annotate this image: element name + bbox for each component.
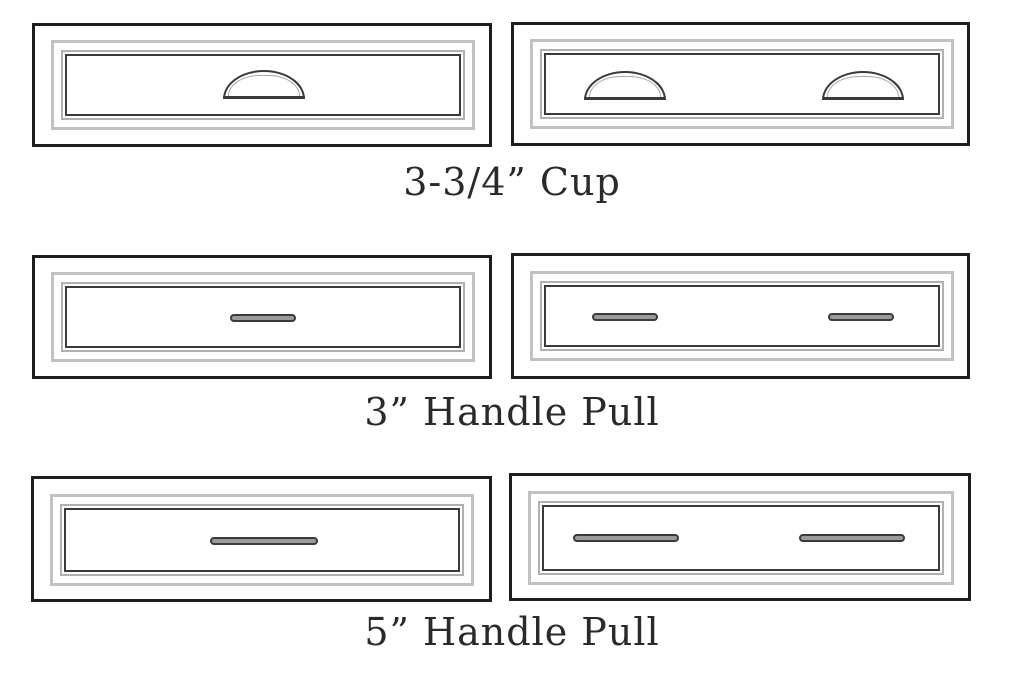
drawer-bevel-outer: [50, 494, 474, 586]
drawer-bevel-outer: [51, 272, 475, 362]
drawer-bevel-inner: [538, 501, 944, 575]
cup-pull-icon: [822, 71, 904, 100]
drawer-bevel-inner: [61, 282, 465, 352]
drawer-panel: [544, 285, 940, 347]
handle-pull-icon: [592, 313, 658, 321]
cup-pull-icon: [584, 71, 666, 100]
drawer-single-5in-handle: [31, 476, 492, 602]
handle-pull-icon: [230, 314, 296, 322]
drawer-double-5in-handle: [509, 473, 971, 601]
caption-5in-handle: 5” Handle Pull: [364, 610, 660, 654]
drawer-panel: [65, 54, 461, 116]
drawer-bevel-outer: [530, 39, 954, 129]
drawer-single-3in-handle: [32, 255, 492, 379]
drawer-bevel-inner: [540, 49, 944, 119]
handle-pull-icon: [828, 313, 894, 321]
drawer-single-cup: [32, 23, 492, 147]
drawer-bevel-inner: [60, 504, 464, 576]
caption-cup: 3-3/4” Cup: [403, 160, 621, 204]
drawer-panel: [544, 53, 940, 115]
drawer-bevel-inner: [61, 50, 465, 120]
caption-3in-handle: 3” Handle Pull: [364, 390, 660, 434]
drawer-bevel-outer: [530, 271, 954, 361]
drawer-panel: [64, 508, 460, 572]
drawer-bevel-outer: [528, 491, 954, 585]
drawer-double-cup: [511, 22, 970, 146]
handle-pull-icon: [210, 537, 318, 545]
handle-pull-icon: [799, 534, 905, 542]
drawer-panel: [542, 505, 940, 571]
drawer-double-3in-handle: [511, 253, 970, 379]
handle-pull-icon: [573, 534, 679, 542]
drawer-bevel-inner: [540, 281, 944, 351]
drawer-panel: [65, 286, 461, 348]
cup-pull-icon: [223, 70, 305, 99]
drawer-bevel-outer: [51, 40, 475, 130]
